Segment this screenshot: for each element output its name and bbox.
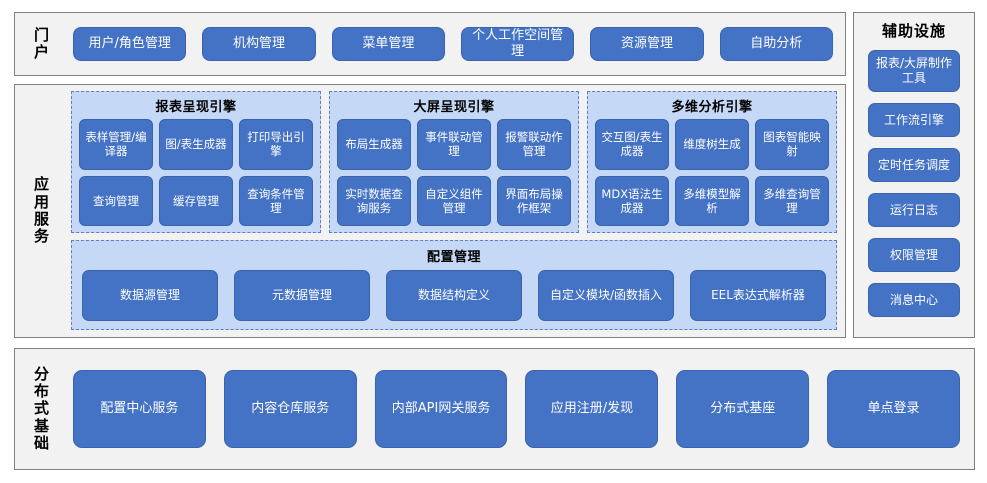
configuration-management-panel: 配置管理 数据源管理 元数据管理 数据结构定义 自定义模块/函数插入 EEL表达…	[71, 240, 837, 330]
engine-item-layout-generator[interactable]: 布局生成器	[337, 119, 411, 170]
portal-section-label-text: 门户	[33, 25, 50, 61]
aux-facilities-section: 辅助设施 报表/大屏制作工具 工作流引擎 定时任务调度 运行日志 权限管理 消息…	[853, 12, 975, 338]
distributed-item-single-sign-on[interactable]: 单点登录	[827, 370, 960, 448]
distributed-base-items: 配置中心服务 内容仓库服务 内部API网关服务 应用注册/发现 分布式基座 单点…	[69, 349, 974, 469]
config-item-data-structure-definition[interactable]: 数据结构定义	[386, 270, 522, 321]
report-rendering-engine-items: 表样管理/编译器 图/表生成器 打印导出引擎 查询管理 缓存管理 查询条件管理	[79, 119, 313, 226]
portal-item-resource-management[interactable]: 资源管理	[590, 27, 704, 61]
portal-item-self-service-analysis[interactable]: 自助分析	[719, 27, 833, 61]
engine-item-multidimensional-model-parsing[interactable]: 多维模型解析	[675, 175, 749, 226]
engine-item-query-management[interactable]: 查询管理	[79, 175, 153, 226]
report-rendering-engine-panel: 报表呈现引擎 表样管理/编译器 图/表生成器 打印导出引擎 查询管理 缓存管理 …	[71, 91, 321, 233]
dashboard-rendering-engine-items: 布局生成器 事件联动管理 报警联动作管理 实时数据查询服务 自定义组件管理 界面…	[337, 119, 571, 226]
portal-item-menu-management[interactable]: 菜单管理	[331, 27, 445, 61]
config-item-datasource-management[interactable]: 数据源管理	[82, 270, 218, 321]
engine-item-dimension-tree-generation[interactable]: 维度树生成	[675, 119, 749, 170]
engine-item-mdx-syntax-generator[interactable]: MDX语法生成器	[595, 175, 669, 226]
dashboard-rendering-engine-title: 大屏呈现引擎	[413, 100, 495, 115]
aux-item-message-center[interactable]: 消息中心	[868, 283, 960, 317]
portal-item-user-role-management[interactable]: 用户/角色管理	[73, 27, 187, 61]
engine-item-ui-layout-operation-framework[interactable]: 界面布局操作框架	[497, 175, 571, 226]
engine-item-chart-table-generator[interactable]: 图/表生成器	[159, 119, 233, 170]
application-services-section: 应用服务 报表呈现引擎 表样管理/编译器 图/表生成器 打印导出引擎 查询管理 …	[14, 84, 846, 338]
multidimensional-analysis-engine-items: 交互图/表生成器 维度树生成 图表智能映射 MDX语法生成器 多维模型解析 多维…	[595, 119, 829, 226]
distributed-base-section: 分布式基础 配置中心服务 内容仓库服务 内部API网关服务 应用注册/发现 分布…	[14, 348, 975, 470]
distributed-item-distributed-foundation[interactable]: 分布式基座	[676, 370, 810, 448]
application-services-section-label-text: 应用服务	[33, 175, 50, 246]
aux-facilities-items: 报表/大屏制作工具 工作流引擎 定时任务调度 运行日志 权限管理 消息中心	[854, 50, 974, 317]
config-item-metadata-management[interactable]: 元数据管理	[234, 270, 370, 321]
distributed-item-content-repository-service[interactable]: 内容仓库服务	[223, 370, 357, 448]
engine-item-event-linkage-management[interactable]: 事件联动管理	[417, 119, 491, 170]
distributed-item-config-center-service[interactable]: 配置中心服务	[73, 370, 206, 448]
config-item-eel-expression-parser[interactable]: EEL表达式解析器	[690, 270, 826, 321]
configuration-management-title: 配置管理	[426, 250, 481, 265]
engine-item-query-condition-management[interactable]: 查询条件管理	[239, 175, 313, 226]
engine-item-print-export-engine[interactable]: 打印导出引擎	[239, 119, 313, 170]
distributed-base-section-label: 分布式基础	[15, 349, 69, 469]
engine-item-template-management-compiler[interactable]: 表样管理/编译器	[79, 119, 153, 170]
portal-item-org-management[interactable]: 机构管理	[202, 27, 316, 61]
engine-group-row: 报表呈现引擎 表样管理/编译器 图/表生成器 打印导出引擎 查询管理 缓存管理 …	[71, 91, 837, 233]
engine-item-alarm-linkage-action-management[interactable]: 报警联动作管理	[497, 119, 571, 170]
distributed-base-section-label-text: 分布式基础	[33, 364, 50, 453]
portal-section: 门户 用户/角色管理 机构管理 菜单管理 个人工作空间管理 资源管理 自助分析	[14, 12, 846, 76]
distributed-item-app-registration-discovery[interactable]: 应用注册/发现	[525, 370, 659, 448]
aux-item-report-dashboard-authoring-tool[interactable]: 报表/大屏制作工具	[868, 50, 960, 92]
engine-item-custom-component-management[interactable]: 自定义组件管理	[417, 175, 491, 226]
engine-item-multidimensional-query-management[interactable]: 多维查询管理	[755, 175, 829, 226]
report-rendering-engine-title: 报表呈现引擎	[155, 100, 237, 115]
configuration-management-items: 数据源管理 元数据管理 数据结构定义 自定义模块/函数插入 EEL表达式解析器	[82, 270, 826, 321]
aux-item-workflow-engine[interactable]: 工作流引擎	[868, 103, 960, 137]
multidimensional-analysis-engine-panel: 多维分析引擎 交互图/表生成器 维度树生成 图表智能映射 MDX语法生成器 多维…	[587, 91, 837, 233]
engine-item-chart-smart-mapping[interactable]: 图表智能映射	[755, 119, 829, 170]
engine-item-interactive-chart-table-generator[interactable]: 交互图/表生成器	[595, 119, 669, 170]
portal-items: 用户/角色管理 机构管理 菜单管理 个人工作空间管理 资源管理 自助分析	[69, 13, 845, 75]
dashboard-rendering-engine-panel: 大屏呈现引擎 布局生成器 事件联动管理 报警联动作管理 实时数据查询服务 自定义…	[329, 91, 579, 233]
config-item-custom-module-function-insertion[interactable]: 自定义模块/函数插入	[538, 270, 674, 321]
distributed-item-internal-api-gateway-service[interactable]: 内部API网关服务	[374, 370, 508, 448]
aux-item-runtime-log[interactable]: 运行日志	[868, 193, 960, 227]
application-services-body: 报表呈现引擎 表样管理/编译器 图/表生成器 打印导出引擎 查询管理 缓存管理 …	[69, 85, 845, 337]
aux-item-scheduled-task-scheduler[interactable]: 定时任务调度	[868, 148, 960, 182]
aux-item-permission-management[interactable]: 权限管理	[868, 238, 960, 272]
engine-item-realtime-data-query-service[interactable]: 实时数据查询服务	[337, 175, 411, 226]
portal-section-label: 门户	[15, 13, 69, 75]
application-services-section-label: 应用服务	[15, 85, 69, 337]
aux-facilities-title: 辅助设施	[881, 22, 946, 40]
engine-item-cache-management[interactable]: 缓存管理	[159, 175, 233, 226]
multidimensional-analysis-engine-title: 多维分析引擎	[671, 100, 753, 115]
portal-item-personal-workspace-management[interactable]: 个人工作空间管理	[460, 27, 575, 61]
